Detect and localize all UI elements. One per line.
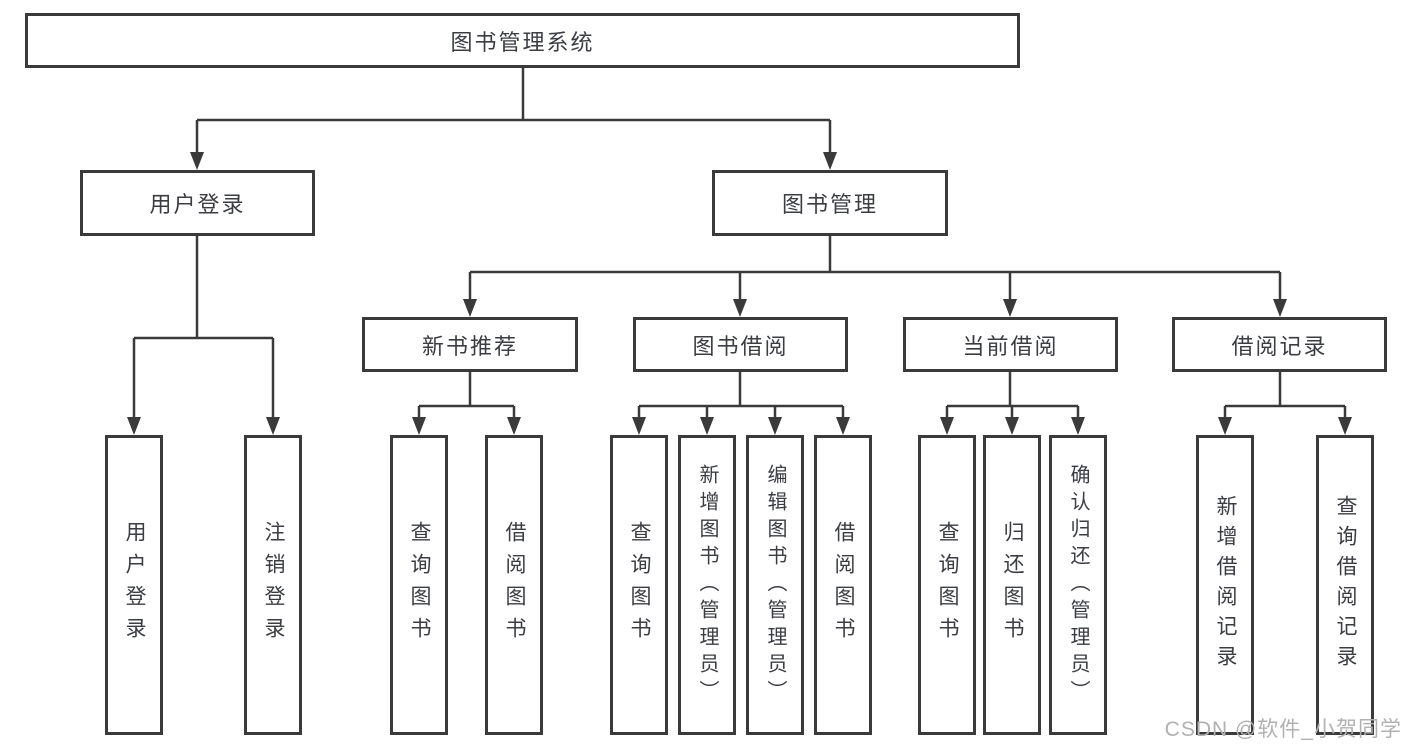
node-book-borrowing: 图书借阅 (633, 317, 848, 372)
node-borrowing-records: 借阅记录 (1172, 317, 1387, 372)
arrowheads (127, 152, 1352, 435)
node-current-borrowing: 当前借阅 (903, 317, 1118, 372)
node-user-login: 用户登录 (80, 170, 315, 236)
node-label: 借阅记录 (1231, 333, 1328, 359)
leaf-logout: 注销登录 (244, 435, 302, 735)
node-label: 图书管理 (781, 192, 878, 217)
leaf-add-book-admin: 新增图书（管理员） (678, 435, 736, 735)
leaf-query-books-current: 查询图书 (918, 435, 976, 735)
node-new-book-recommend: 新书推荐 (362, 317, 578, 372)
leaf-borrow-books: 借阅图书 (814, 435, 872, 735)
leaf-query-books-recommend: 查询图书 (390, 435, 448, 735)
node-label: 用户登录 (149, 192, 246, 217)
leaf-edit-book-admin: 编辑图书（管理员） (746, 435, 804, 735)
leaf-borrow-books-recommend: 借阅图书 (485, 435, 543, 735)
node-label: 图书管理系统 (450, 29, 595, 55)
leaf-user-login: 用户登录 (105, 435, 163, 735)
leaf-query-books-borrow: 查询图书 (610, 435, 668, 735)
leaf-confirm-return-admin: 确认归还（管理员） (1049, 435, 1107, 735)
leaf-return-book: 归还图书 (983, 435, 1041, 735)
node-label: 图书借阅 (692, 333, 789, 359)
node-library-management-system: 图书管理系统 (25, 13, 1020, 68)
node-book-management: 图书管理 (712, 170, 948, 236)
node-label: 新书推荐 (421, 333, 518, 359)
leaf-add-borrow-record: 新增借阅记录 (1196, 435, 1254, 735)
node-label: 当前借阅 (962, 333, 1059, 359)
csdn-watermark: CSDN @软件_小贺同学 (1164, 718, 1402, 741)
leaf-query-borrow-record: 查询借阅记录 (1316, 435, 1374, 735)
